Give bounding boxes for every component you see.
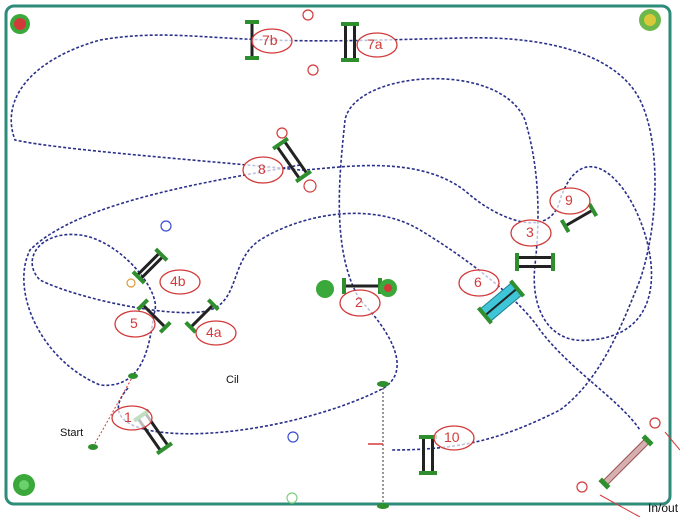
finish-post-top — [377, 381, 389, 387]
finish-post-bottom — [377, 503, 389, 509]
obstacle-6 — [476, 279, 526, 325]
obstacle-number-10: 10 — [444, 429, 460, 445]
obstacle-number-4b: 4b — [170, 273, 186, 289]
obstacle-7a — [341, 22, 359, 62]
ring-5 — [114, 310, 156, 338]
flower-pale-green-icon — [286, 492, 298, 504]
ring-1 — [111, 405, 153, 431]
obstacle-number-1: 1 — [124, 409, 132, 425]
obstacle-9 — [559, 202, 599, 234]
obstacle-number-3: 3 — [526, 224, 534, 240]
obstacle-number-9: 9 — [565, 192, 573, 208]
tree-yellow-icon — [639, 9, 661, 31]
ring-4b — [159, 269, 201, 295]
start-line — [92, 375, 134, 448]
ring-3 — [510, 219, 552, 247]
entry-pointer-line — [664, 431, 680, 451]
ring-6 — [458, 269, 500, 297]
obstacle-number-7a: 7a — [367, 36, 383, 52]
start-post-right — [128, 373, 138, 379]
obstacle-number-7b: 7b — [262, 32, 278, 48]
ring-2 — [339, 289, 381, 317]
ring-8 — [242, 156, 284, 184]
obstacle-4a — [184, 298, 220, 334]
obstacle-4b — [131, 247, 169, 285]
exit-pointer-line — [599, 494, 641, 517]
obstacle-8 — [272, 136, 312, 184]
obstacle-number-2: 2 — [355, 294, 363, 310]
flower-orange-icon — [126, 278, 136, 288]
ring-9 — [549, 187, 591, 215]
ring-7b — [251, 28, 293, 54]
obstacle-5 — [136, 298, 172, 334]
ring-10 — [433, 425, 475, 451]
start-post-left — [88, 444, 98, 450]
flower-red-icon — [276, 9, 661, 493]
obstacle-number-6: 6 — [474, 274, 482, 290]
ring-4a — [195, 320, 237, 346]
flower-blue-icon — [160, 220, 299, 443]
obstacle-number-4a: 4a — [206, 324, 222, 340]
obstacle-10 — [419, 435, 437, 475]
number-rings — [111, 28, 591, 451]
entry-exit-label: In/out — [648, 501, 679, 515]
obstacle-number-5: 5 — [130, 315, 138, 331]
course-route — [10, 34, 656, 451]
tree-red-icon — [10, 14, 30, 34]
start-label: Start — [60, 427, 84, 439]
entry-gate — [598, 434, 654, 490]
finish-label: Cil — [226, 374, 239, 386]
obstacle-3 — [515, 253, 555, 271]
course-route-inner — [23, 164, 641, 431]
obstacle-number-8: 8 — [258, 161, 266, 177]
tree-green-icon — [13, 279, 397, 496]
arena-border — [4, 4, 672, 506]
ring-7a — [356, 32, 398, 58]
